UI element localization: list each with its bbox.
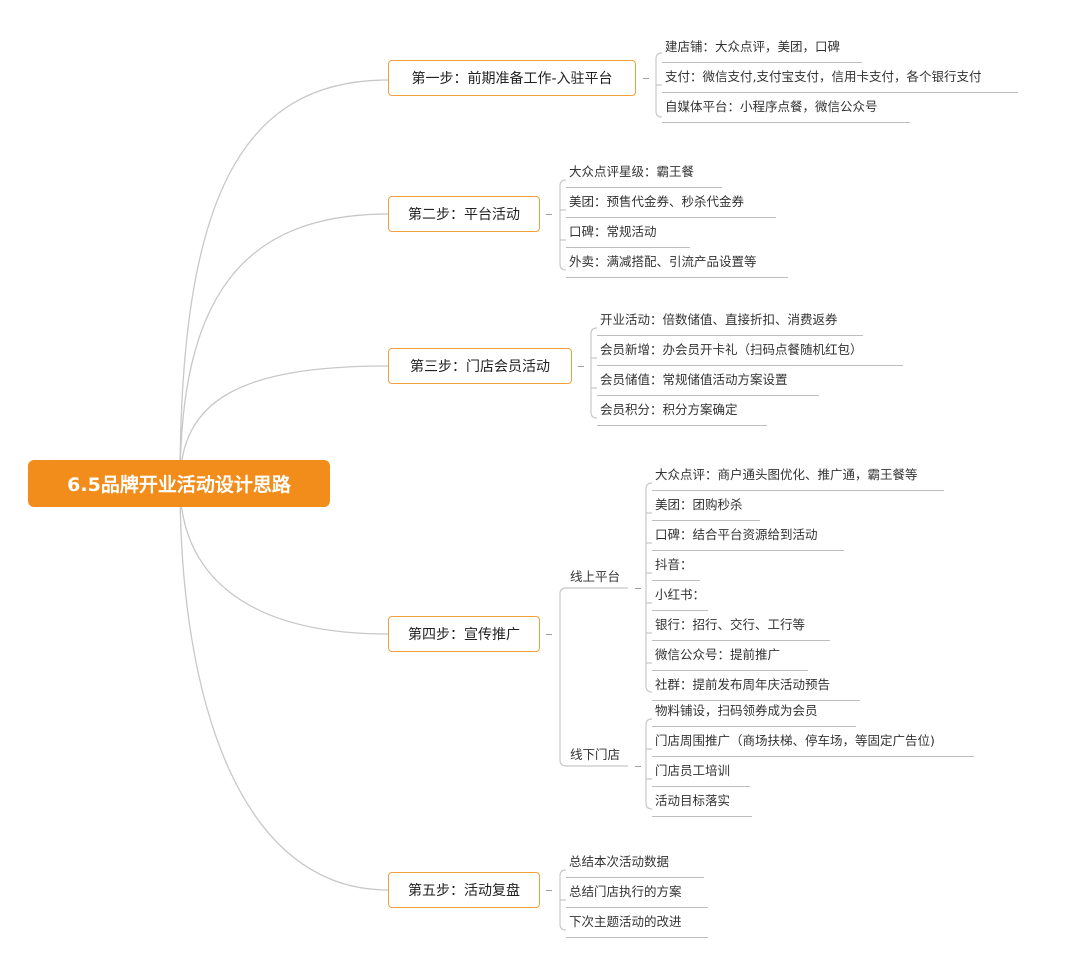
- group-online-dash: [635, 588, 641, 589]
- step-3-item-4[interactable]: 会员积分：积分方案确定: [597, 396, 767, 426]
- offline-item-1[interactable]: 物料铺设，扫码领券成为会员: [652, 697, 856, 727]
- online-item-1[interactable]: 大众点评：商户通头图优化、推广通，霸王餐等: [652, 461, 944, 491]
- step-5-dash: [546, 890, 552, 891]
- step-3-item-2[interactable]: 会员新增：办会员开卡礼（扫码点餐随机红包）: [597, 336, 903, 366]
- step-4-node[interactable]: 第四步：宣传推广: [388, 616, 540, 652]
- step-3-item-1[interactable]: 开业活动：倍数储值、直接折扣、消费返券: [597, 306, 863, 336]
- root-node[interactable]: 6.5品牌开业活动设计思路: [28, 460, 330, 507]
- root-connector-step-4: [179, 483, 389, 635]
- online-item-5[interactable]: 小红书：: [652, 581, 708, 611]
- offline-item-2[interactable]: 门店周围推广（商场扶梯、停车场，等固定广告位): [652, 727, 974, 757]
- online-item-4[interactable]: 抖音：: [652, 551, 700, 581]
- online-group-bracket: [645, 482, 653, 693]
- root-connector-step-3: [179, 365, 389, 485]
- step-2-item-4[interactable]: 外卖：满减搭配、引流产品设置等: [566, 248, 788, 278]
- step-3-bracket: [590, 327, 598, 419]
- step-3-node[interactable]: 第三步：门店会员活动: [388, 348, 572, 384]
- offline-item-4[interactable]: 活动目标落实: [652, 787, 752, 817]
- online-item-3[interactable]: 口碑：结合平台资源给到活动: [652, 521, 844, 551]
- step-5-item-2[interactable]: 总结门店执行的方案: [566, 878, 708, 908]
- step-2-dash: [546, 214, 552, 215]
- step-2-item-1[interactable]: 大众点评星级：霸王餐: [566, 158, 722, 188]
- step-2-bracket: [559, 179, 567, 271]
- online-item-7[interactable]: 微信公众号：提前推广: [652, 641, 808, 671]
- step-1-item-1[interactable]: 建店铺：大众点评，美团，口碑: [662, 33, 862, 63]
- step-4-bracket: [559, 587, 628, 767]
- offline-item-3[interactable]: 门店员工培训: [652, 757, 750, 787]
- step-5-node[interactable]: 第五步：活动复盘: [388, 872, 540, 908]
- step-1-dash: [643, 78, 649, 79]
- online-item-6[interactable]: 银行：招行、交行、工行等: [652, 611, 830, 641]
- online-item-2[interactable]: 美团：团购秒杀: [652, 491, 760, 521]
- step-5-bracket: [559, 869, 567, 931]
- step-5-item-1[interactable]: 总结本次活动数据: [566, 848, 704, 878]
- offline-group-bracket: [645, 718, 653, 810]
- step-3-dash: [578, 366, 584, 367]
- group-online-label[interactable]: 线上平台: [570, 569, 621, 584]
- step-2-item-2[interactable]: 美团：预售代金券、秒杀代金券: [566, 188, 776, 218]
- group-offline-label[interactable]: 线下门店: [570, 747, 621, 762]
- step-1-item-3[interactable]: 自媒体平台：小程序点餐，微信公众号: [662, 93, 910, 123]
- step-1-node[interactable]: 第一步：前期准备工作-入驻平台: [388, 60, 636, 96]
- group-offline-dash: [635, 766, 641, 767]
- step-1-item-2[interactable]: 支付：微信支付,支付宝支付，信用卡支付，各个银行支付: [662, 63, 1018, 93]
- step-1-bracket: [655, 52, 663, 118]
- root-connector-step-5: [179, 483, 389, 891]
- step-4-dash: [546, 634, 552, 635]
- online-item-8[interactable]: 社群：提前发布周年庆活动预告: [652, 671, 860, 701]
- step-2-item-3[interactable]: 口碑：常规活动: [566, 218, 690, 248]
- step-2-node[interactable]: 第二步：平台活动: [388, 196, 540, 232]
- step-5-item-3[interactable]: 下次主题活动的改进: [566, 908, 708, 938]
- root-connector-step-1: [179, 79, 389, 485]
- step-3-item-3[interactable]: 会员储值：常规储值活动方案设置: [597, 366, 819, 396]
- root-connector-step-2: [179, 213, 389, 485]
